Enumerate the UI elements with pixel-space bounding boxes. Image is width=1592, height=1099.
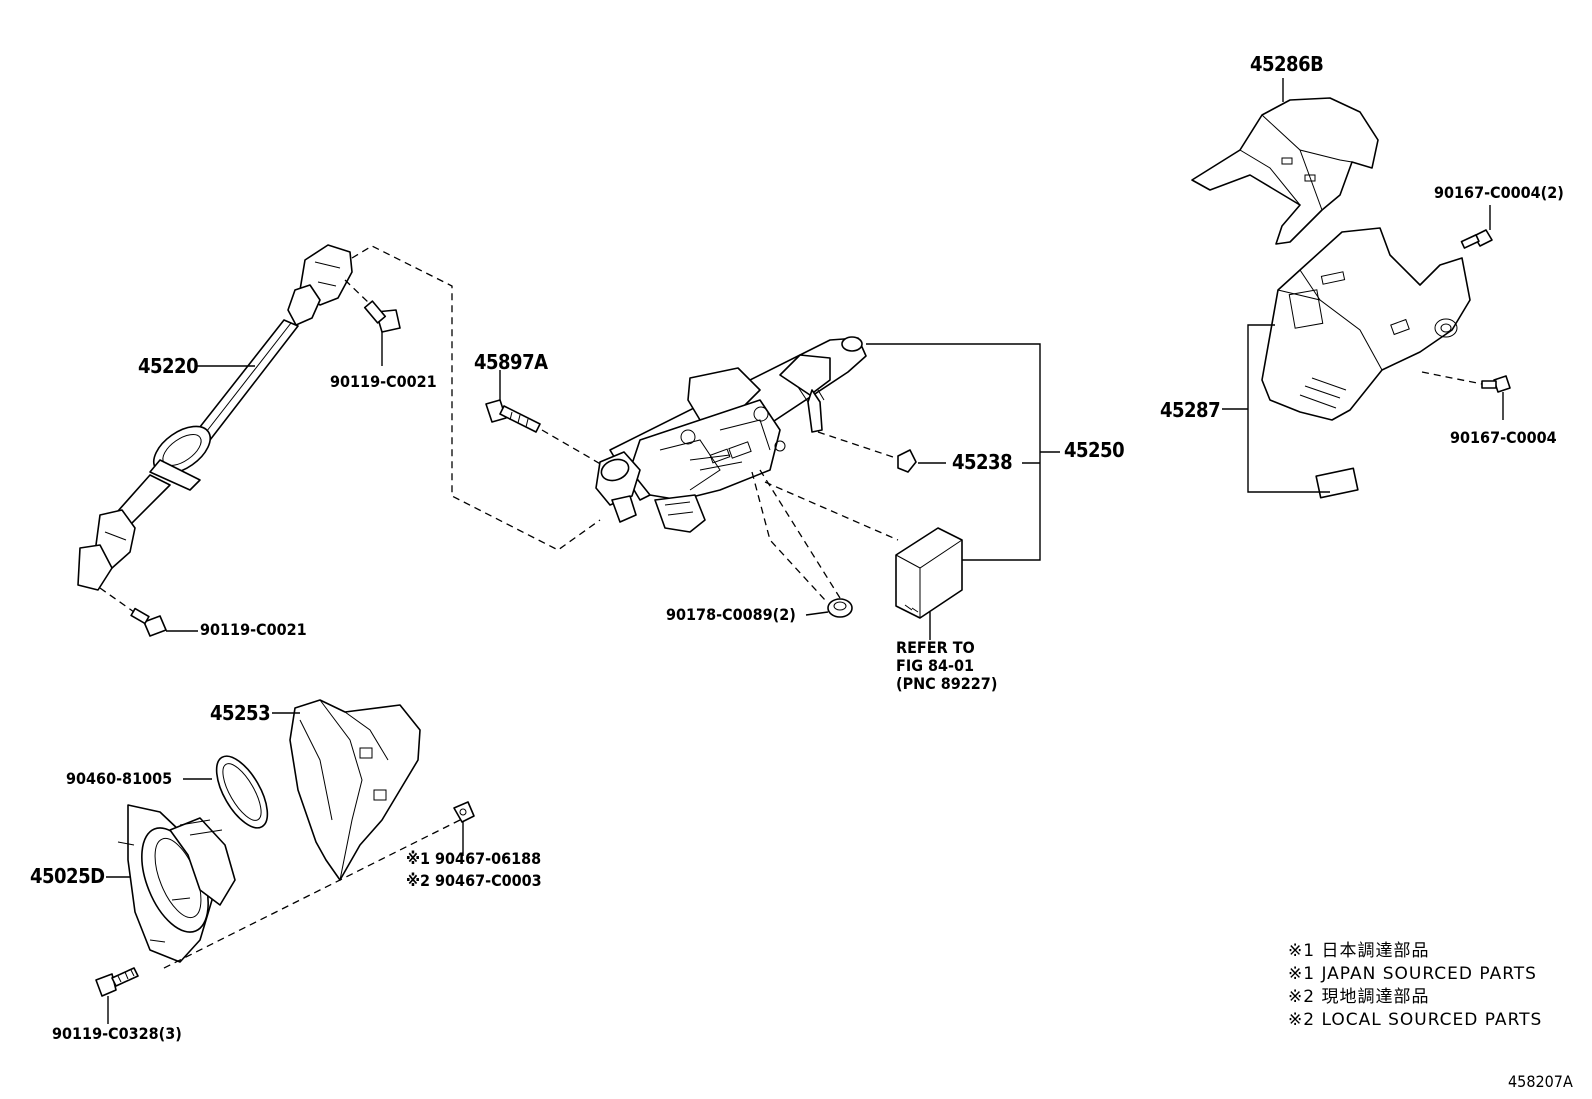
bolt-90119-c0328 (95, 967, 139, 997)
label-45253: 45253 (210, 701, 271, 725)
label-90119-c0021-bottom: 90119-C0021 (200, 620, 307, 639)
label-90467-06188: ※1 90467-06188 (406, 849, 542, 868)
note-local-jp: ※2 現地調達部品 (1288, 987, 1430, 1007)
intermediate-shaft-45220 (77, 244, 353, 591)
label-90167-c0004-2: 90167-C0004(2) (1434, 183, 1564, 202)
steering-column-45250 (595, 336, 867, 533)
nut-90178-c0089 (827, 598, 853, 618)
screw-90167-c0004-2 (1460, 229, 1493, 249)
ring-90460-81005 (215, 755, 269, 829)
label-45238: 45238 (952, 450, 1013, 474)
note-japan-jp: ※1 日本調達部品 (1288, 941, 1430, 961)
label-45220: 45220 (138, 354, 199, 378)
column-hole-cover-45253 (289, 699, 421, 881)
label-45287: 45287 (1160, 398, 1221, 422)
label-pad (1315, 467, 1359, 499)
label-90119-c0021-top: 90119-C0021 (330, 372, 437, 391)
note-local-en: ※2 LOCAL SOURCED PARTS (1288, 1010, 1543, 1030)
label-90178-c0089: 90178-C0089(2) (666, 605, 796, 624)
bolt-90119-c0021-bottom (130, 607, 167, 637)
bolt-45897a (485, 399, 541, 433)
ecu-module (895, 527, 963, 619)
label-90467-c0003: ※2 90467-C0003 (406, 871, 542, 890)
clip-45238 (897, 449, 917, 473)
screw-90167-c0004 (1481, 375, 1511, 393)
label-45897a: 45897A (474, 350, 548, 374)
label-45286b: 45286B (1250, 52, 1324, 76)
refer-line-3: (PNC 89227) (896, 674, 998, 693)
bolt-90119-c0021-top (363, 300, 401, 333)
clip-90467 (453, 801, 475, 823)
steering-boot-45025d (117, 804, 236, 963)
label-90167-c0004: 90167-C0004 (1450, 428, 1557, 447)
note-japan-en: ※1 JAPAN SOURCED PARTS (1288, 964, 1537, 984)
label-45250: 45250 (1064, 438, 1125, 462)
label-45025d: 45025D (30, 864, 105, 888)
lower-column-cover-45287 (1261, 227, 1471, 421)
figure-id: 458207A (1508, 1072, 1573, 1091)
refer-line-1: REFER TO (896, 638, 975, 657)
label-90119-c0328: 90119-C0328(3) (52, 1024, 182, 1043)
label-90460-81005: 90460-81005 (66, 769, 173, 788)
upper-column-cover-45286b (1191, 97, 1379, 245)
refer-line-2: FIG 84-01 (896, 656, 975, 675)
